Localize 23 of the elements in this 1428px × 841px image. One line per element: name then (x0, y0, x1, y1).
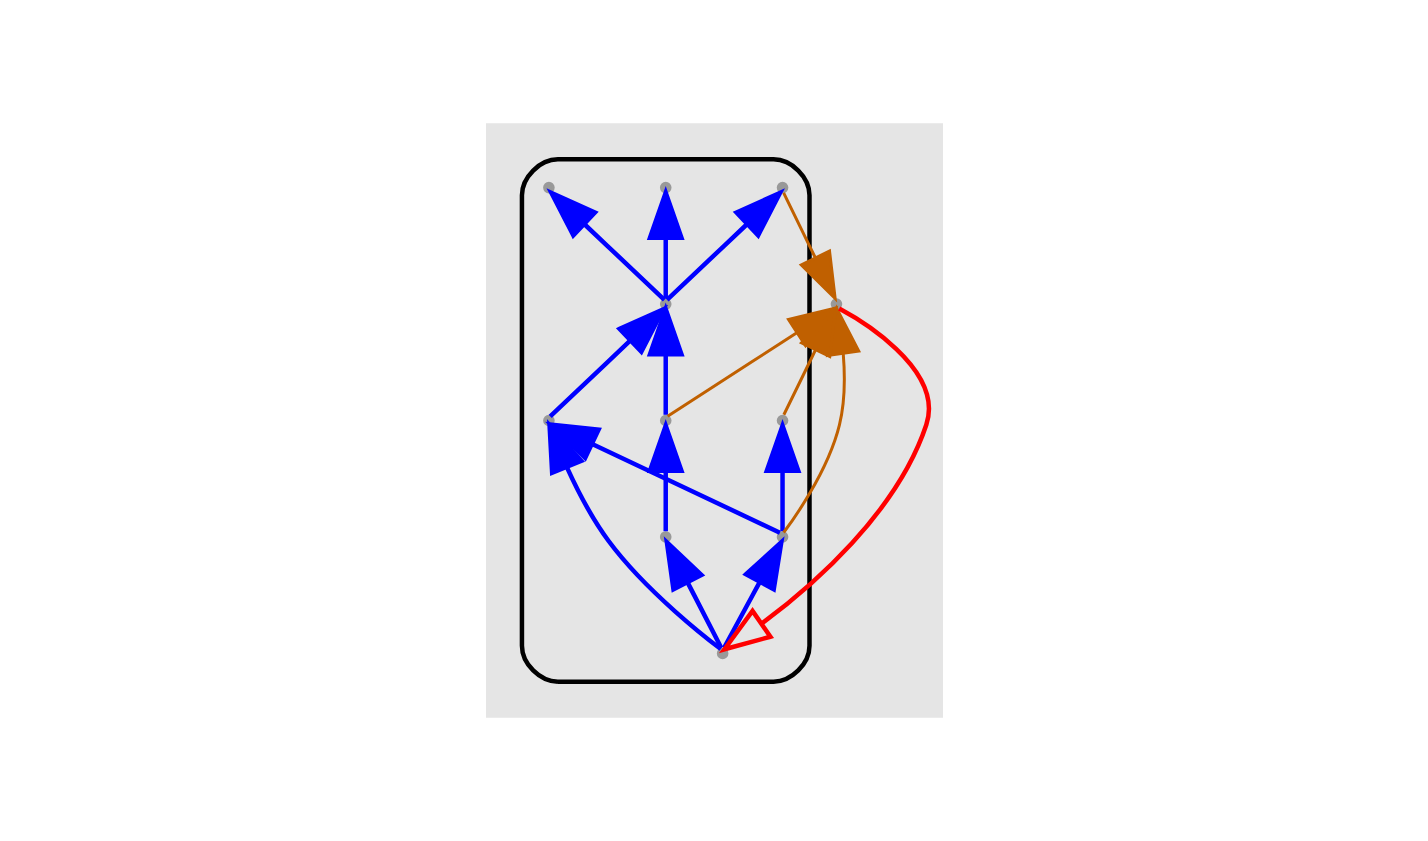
arrow (665, 188, 785, 302)
arrow (646, 418, 685, 532)
node-point (716, 647, 728, 660)
arrow (546, 188, 666, 302)
arrow (763, 418, 801, 532)
node-point (776, 181, 788, 194)
cluster (519, 157, 812, 684)
arrow (546, 419, 722, 651)
node-point (659, 298, 672, 310)
arrow (646, 186, 685, 299)
node-point (659, 181, 672, 194)
arrow (663, 536, 723, 649)
arrow (646, 302, 685, 415)
node-point (776, 414, 788, 427)
arrow (721, 536, 785, 649)
node-point (830, 298, 842, 310)
node-point (776, 531, 788, 543)
node-point (659, 531, 672, 543)
arrow (781, 192, 837, 303)
node-point (659, 414, 672, 427)
node-point (542, 181, 555, 194)
node-point (542, 414, 555, 427)
arrow (544, 421, 781, 535)
